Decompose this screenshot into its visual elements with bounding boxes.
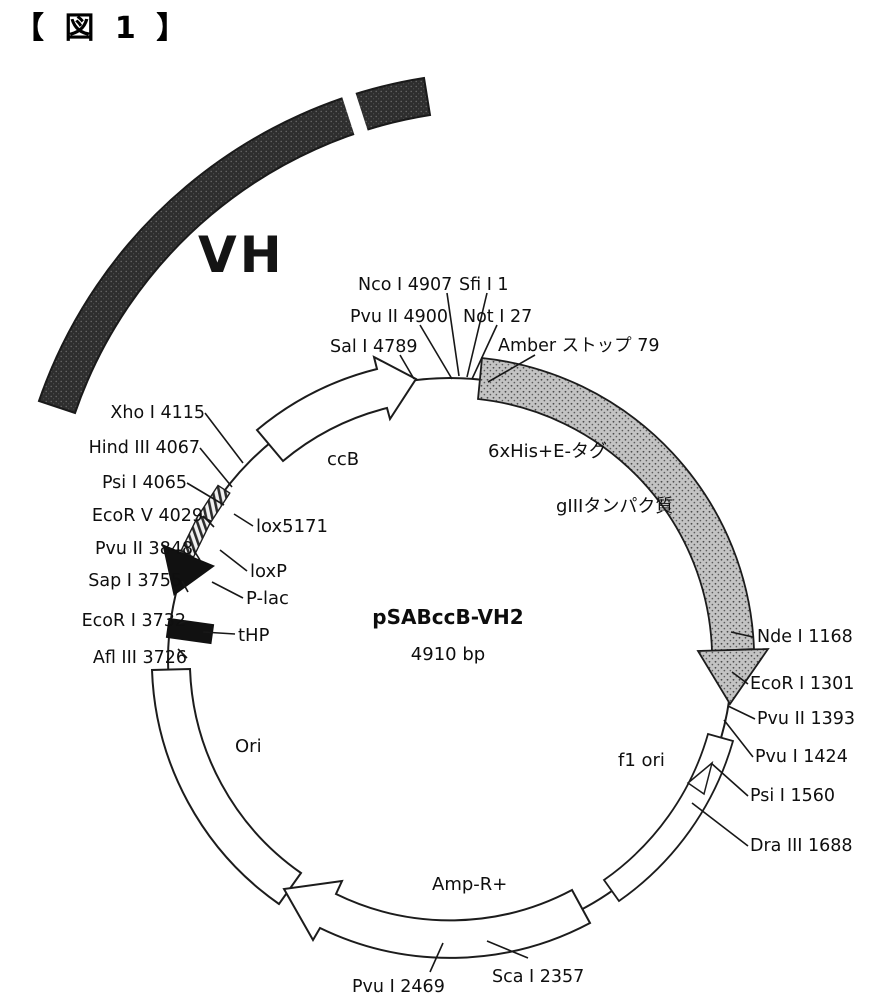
giii-region-label: gIIIタンパク質 — [556, 496, 673, 517]
site-label-amber-stop-79: Amber ストップ 79 — [498, 336, 659, 356]
ori-region-label: Ori — [235, 736, 262, 757]
site-label-hindiii-4067: Hind III 4067 — [89, 438, 200, 458]
site-label-psii-4065: Psi I 4065 — [102, 473, 187, 493]
vh-arc-break — [340, 87, 370, 141]
site-label-afliii-3726: Afl III 3726 — [93, 648, 187, 668]
site-label-sapi-3755: Sap I 3755 — [88, 571, 182, 591]
site-label-psii-1560: Psi I 1560 — [750, 786, 835, 806]
site-label-ncoi-4907: Nco I 4907 — [358, 275, 452, 295]
site-label-ndei-1168: Nde I 1168 — [757, 627, 853, 647]
plasmid-size: 4910 bp — [411, 644, 485, 665]
giii-arrowhead — [696, 648, 770, 706]
leader-lines — [177, 292, 756, 973]
site-label-pvui-1424: Pvu I 1424 — [755, 747, 848, 767]
site-label-ecori-3732: EcoR I 3732 — [82, 611, 186, 631]
thp-region-label: tHP — [238, 625, 270, 646]
site-label-pvuii-1393: Pvu II 1393 — [757, 709, 855, 729]
site-label-sali-4789: Sal I 4789 — [330, 337, 418, 357]
figure-caption: 【 図 1 】 — [14, 11, 191, 46]
ampr-segment-arrow — [282, 879, 592, 959]
his-tag-region-label: 6xHis+E-タグ — [488, 441, 607, 462]
f1ori-arrowhead — [686, 760, 714, 796]
ori-segment — [150, 667, 303, 906]
site-label-ecorv-4029: EcoR V 4029 — [92, 506, 203, 526]
giii-segment-arrow — [477, 357, 770, 706]
site-label-xhoi-4115: Xho I 4115 — [110, 403, 205, 423]
thp-terminator-box — [165, 617, 215, 645]
plac-region-label: P-lac — [246, 588, 289, 609]
site-label-ecori-1301: EcoR I 1301 — [750, 674, 854, 694]
site-label-sfii-1: Sfi I 1 — [459, 275, 509, 295]
vh-region-label: VH — [198, 226, 285, 284]
ccb-segment-arrow — [255, 355, 418, 463]
site-label-pvuii-4900: Pvu II 4900 — [350, 307, 448, 327]
site-label-draiii-1688: Dra III 1688 — [750, 836, 853, 856]
ampr-region-label: Amp-R+ — [432, 874, 507, 895]
vh-insert-arc — [37, 76, 432, 415]
site-label-scai-2357: Sca I 2357 — [492, 967, 584, 987]
loxp-region-label: loxP — [250, 561, 287, 582]
plasmid-name: pSABccB-VH2 — [372, 605, 523, 629]
site-label-pvuii-3848: Pvu II 3848 — [95, 539, 193, 559]
lox5171-region-label: lox5171 — [256, 516, 328, 537]
ccb-region-label: ccB — [327, 449, 359, 470]
site-label-pvui-2469: Pvu I 2469 — [352, 977, 445, 997]
plac-promoter-arrow — [162, 544, 216, 596]
site-label-noti-27: Not I 27 — [463, 307, 532, 327]
f1ori-region-label: f1 ori — [618, 750, 665, 771]
f1ori-segment — [602, 732, 735, 903]
